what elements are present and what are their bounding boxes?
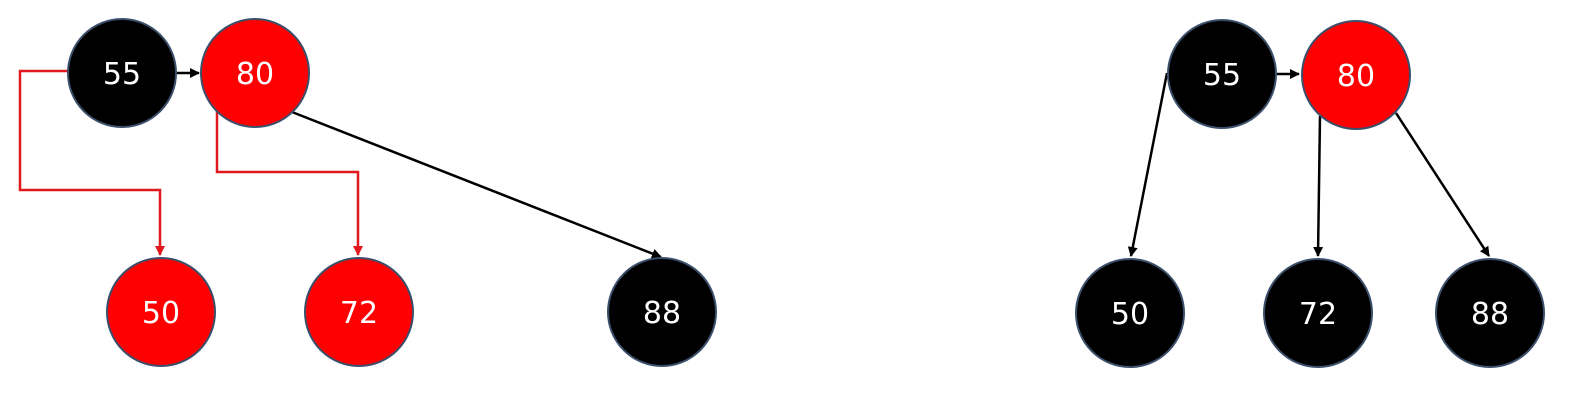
left-node-88: 88 [607, 257, 717, 367]
right-tree-edges [1127, 69, 1491, 257]
left-edge-55-to-50 [18, 69, 165, 256]
right-node-55-circle [1167, 19, 1277, 129]
left-edge-80-to-88 [291, 110, 662, 259]
left-tree: 55 80 50 72 88 [18, 18, 717, 367]
right-node-55: 55 [1167, 19, 1277, 129]
right-edge-80-to-88 [1394, 112, 1491, 257]
left-edge-80-to-72 [215, 108, 363, 256]
right-node-72-circle [1263, 258, 1373, 368]
left-node-55-circle [67, 18, 177, 128]
left-node-80: 80 [200, 18, 310, 128]
right-node-72-label: 72 [1299, 297, 1337, 332]
right-node-80-circle [1301, 20, 1411, 130]
left-node-72-circle [304, 257, 414, 367]
right-node-80-label: 80 [1337, 59, 1375, 94]
left-node-55: 55 [67, 18, 177, 128]
right-node-88-circle [1435, 258, 1545, 368]
right-node-50: 50 [1075, 258, 1185, 368]
left-node-80-circle [200, 18, 310, 128]
right-node-88-label: 88 [1471, 297, 1509, 332]
right-tree: 55 80 50 72 88 [1075, 19, 1545, 368]
left-node-50: 50 [106, 257, 216, 367]
right-edge-55-to-50 [1127, 72, 1169, 257]
left-node-88-label: 88 [643, 296, 681, 331]
right-node-72: 72 [1263, 258, 1373, 368]
right-node-50-circle [1075, 258, 1185, 368]
left-tree-edges [18, 68, 662, 259]
left-node-80-label: 80 [236, 57, 274, 92]
left-node-50-label: 50 [142, 296, 180, 331]
right-node-88: 88 [1435, 258, 1545, 368]
left-node-88-circle [607, 257, 717, 367]
right-node-50-label: 50 [1111, 297, 1149, 332]
left-node-55-label: 55 [103, 57, 141, 92]
left-node-72: 72 [304, 257, 414, 367]
right-node-80: 80 [1301, 20, 1411, 130]
right-node-55-label: 55 [1203, 58, 1241, 93]
left-node-72-label: 72 [340, 296, 378, 331]
right-edge-80-to-72 [1313, 115, 1324, 257]
left-node-50-circle [106, 257, 216, 367]
